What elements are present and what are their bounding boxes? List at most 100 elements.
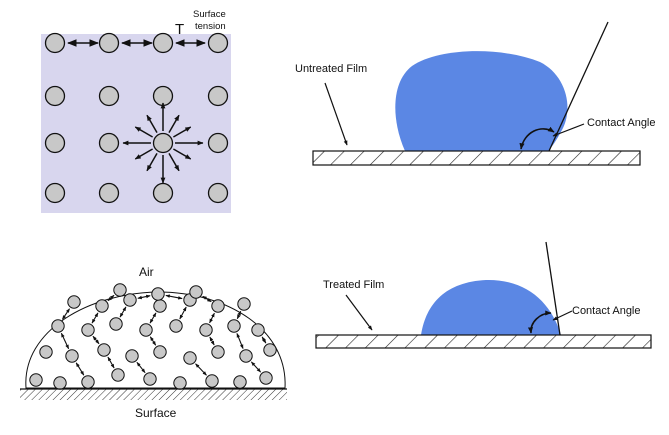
droplet-molecule	[67, 295, 81, 309]
interaction-arrow	[107, 294, 115, 302]
droplet-molecule	[259, 371, 273, 385]
droplet-molecule	[81, 323, 95, 337]
droplet-molecule	[139, 323, 153, 337]
molecule	[98, 132, 120, 154]
droplet-molecule	[51, 319, 65, 333]
tension-label-line2: tension	[195, 21, 226, 32]
droplet-molecule	[97, 343, 111, 357]
force-arrow	[173, 126, 192, 138]
droplet-molecule	[227, 319, 241, 333]
untreated-film-panel: Contact Angle Untreated Film	[295, 21, 656, 166]
droplet-molecule	[173, 376, 187, 390]
molecule	[152, 182, 174, 204]
untreated-film-label: Untreated Film	[295, 63, 367, 75]
tension-label-line1: Surface	[193, 9, 226, 20]
droplet-molecule	[205, 374, 219, 388]
droplet-molecule	[29, 373, 43, 387]
interaction-arrow	[60, 332, 70, 350]
droplet-molecule	[151, 287, 165, 301]
interaction-arrow	[209, 312, 215, 324]
untreated-angle-label: Contact Angle	[587, 117, 656, 129]
molecule	[44, 32, 66, 54]
droplet-interactions	[60, 294, 267, 376]
tension-symbol: T	[175, 21, 184, 38]
molecule	[44, 182, 66, 204]
untreated-water-droplet	[395, 51, 568, 151]
liquid-box	[41, 34, 231, 213]
droplet-molecule	[237, 297, 251, 311]
interior-force-arrows	[122, 102, 204, 184]
force-arrow	[134, 148, 153, 160]
surface-tension-panel: T Surface tension	[41, 9, 231, 213]
substrate-surface	[20, 389, 287, 400]
treated-angle-label: Contact Angle	[572, 305, 641, 317]
molecule-grid	[44, 32, 229, 204]
treated-film-strip	[315, 334, 652, 349]
molecule	[98, 32, 120, 54]
interaction-arrow	[149, 336, 157, 346]
untreated-film-strip	[312, 150, 641, 166]
surface-label: Surface	[135, 406, 177, 420]
droplet-molecule	[109, 317, 123, 331]
treated-water-droplet	[421, 279, 561, 335]
interaction-arrow	[137, 294, 151, 300]
molecule	[207, 85, 229, 107]
droplet-molecule	[53, 376, 67, 390]
force-arrow	[168, 153, 180, 172]
interaction-arrow	[236, 310, 242, 320]
droplet-molecule	[263, 343, 277, 357]
interaction-arrow	[261, 336, 267, 344]
droplet-molecule	[95, 299, 109, 313]
droplet-molecule	[143, 372, 157, 386]
air-label: Air	[139, 265, 154, 279]
untreated-film-pointer	[324, 82, 348, 146]
treated-angle-arc	[527, 310, 552, 334]
interaction-arrow	[91, 312, 99, 324]
droplet-molecule	[123, 293, 137, 307]
interaction-arrow	[236, 333, 244, 349]
droplet-molecule	[233, 375, 247, 389]
droplet-molecule	[65, 349, 79, 363]
force-arrow	[173, 148, 192, 160]
treated-film-label: Treated Film	[323, 279, 384, 291]
interaction-arrow	[136, 361, 146, 374]
force-arrow	[134, 126, 153, 138]
droplet-molecule	[153, 345, 167, 359]
interaction-arrow	[195, 363, 207, 376]
droplet-molecule	[113, 283, 127, 297]
interaction-arrow	[107, 356, 115, 369]
treated-angle-pointer	[552, 310, 573, 321]
molecule	[152, 85, 174, 107]
interaction-arrow	[179, 306, 187, 320]
molecule	[207, 132, 229, 154]
droplet-molecule	[153, 299, 167, 313]
interaction-arrow	[61, 308, 71, 320]
interaction-arrow	[75, 362, 85, 376]
interaction-arrow	[92, 335, 100, 345]
molecule	[207, 32, 229, 54]
interaction-arrow	[209, 336, 215, 346]
molecular-droplet-panel: Air Surface	[20, 265, 287, 420]
droplet-molecule	[125, 349, 139, 363]
droplet-molecule	[111, 368, 125, 382]
molecule	[98, 85, 120, 107]
droplet-molecule	[199, 323, 213, 337]
droplet-molecule	[239, 349, 253, 363]
force-arrow	[146, 114, 158, 133]
treated-film-panel: Contact Angle Treated Film	[315, 241, 652, 349]
interaction-arrow	[165, 294, 183, 300]
treated-film-pointer	[345, 294, 373, 331]
untreated-angle-pointer	[552, 123, 585, 137]
droplet-molecule	[169, 319, 183, 333]
molecule	[152, 132, 174, 154]
force-arrow	[168, 114, 180, 133]
untreated-tangent-line	[548, 21, 609, 152]
untreated-angle-arc	[519, 126, 555, 150]
droplet-molecule	[189, 285, 203, 299]
droplet-molecule	[39, 345, 53, 359]
molecule	[207, 182, 229, 204]
droplet-molecule	[211, 299, 225, 313]
interaction-arrow	[149, 312, 157, 324]
interaction-arrow	[202, 295, 212, 303]
